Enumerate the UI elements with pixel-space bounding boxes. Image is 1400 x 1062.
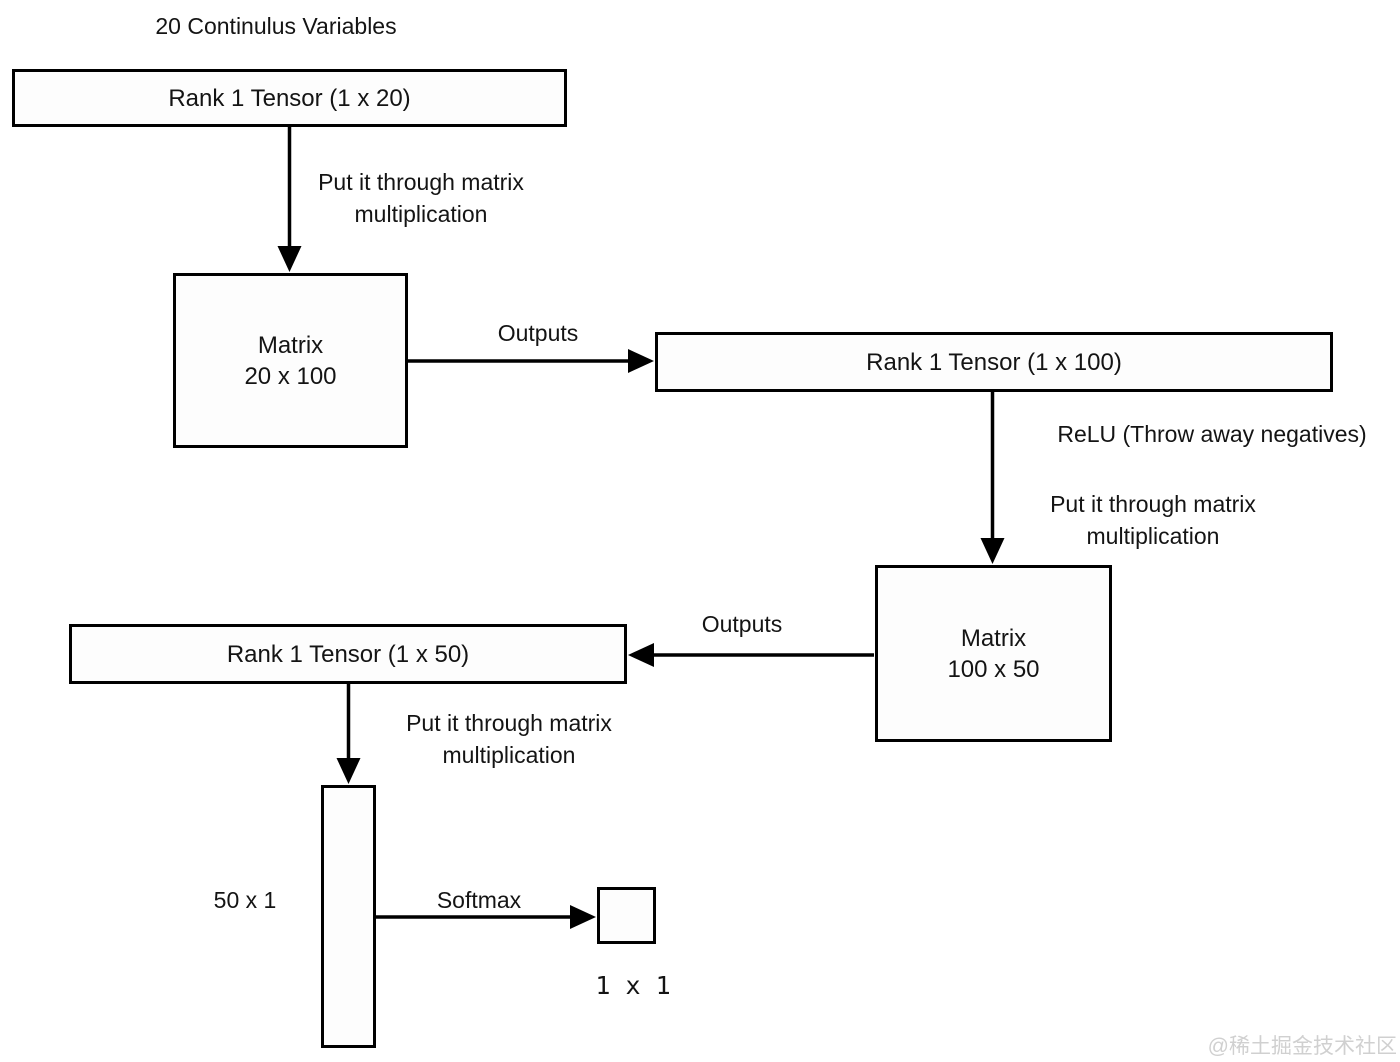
arrow-vector-to-output [376, 905, 596, 929]
diagram-title: 20 Continulus Variables [155, 13, 397, 39]
node-label: Rank 1 Tensor (1 x 50) [226, 640, 470, 668]
node-matrix-20x100: Matrix 20 x 100 [173, 273, 408, 448]
watermark-text: @稀土掘金技术社区 [1207, 1035, 1397, 1058]
annotation-line: multiplication [442, 742, 576, 768]
label-vector-50x1: 50 x 1 [213, 887, 277, 913]
annotation-line: multiplication [354, 201, 488, 227]
arrow-matrix2-to-tensor50 [628, 643, 874, 667]
annotation-put-through-matrix-3: Put it through matrix multiplication [406, 707, 612, 771]
node-label-line1: Matrix [960, 624, 1027, 652]
node-label-line2: 20 x 100 [244, 362, 337, 390]
annotation-line: Put it through matrix [1050, 491, 1256, 517]
annotation-put-through-matrix-1: Put it through matrix multiplication [318, 166, 524, 230]
node-rank1-tensor-1x100: Rank 1 Tensor (1 x 100) [655, 332, 1333, 392]
node-label-line2: 100 x 50 [947, 655, 1040, 683]
label-output-1x1: 1 x 1 [595, 971, 671, 1000]
node-matrix-100x50: Matrix 100 x 50 [875, 565, 1112, 742]
annotation-outputs-2: Outputs [701, 611, 783, 637]
annotation-line: Put it through matrix [406, 710, 612, 736]
annotation-put-through-matrix-2: Put it through matrix multiplication [1050, 488, 1256, 552]
annotation-outputs-1: Outputs [497, 320, 579, 346]
node-label: Rank 1 Tensor (1 x 100) [866, 348, 1122, 376]
arrow-tensor100-to-matrix2 [980, 392, 1005, 564]
node-output-1x1 [597, 887, 656, 944]
annotation-relu: ReLU (Throw away negatives) [1057, 421, 1367, 447]
node-rank1-tensor-1x50: Rank 1 Tensor (1 x 50) [69, 624, 627, 684]
node-vector-50x1 [321, 785, 376, 1048]
node-label: Rank 1 Tensor (1 x 20) [168, 84, 411, 112]
node-rank1-tensor-1x20: Rank 1 Tensor (1 x 20) [12, 69, 567, 127]
annotation-line: multiplication [1086, 523, 1220, 549]
annotation-line: Put it through matrix [318, 169, 524, 195]
arrow-tensor50-to-vector [336, 684, 361, 784]
node-label-line1: Matrix [257, 331, 324, 359]
arrow-tensor20-to-matrix1 [277, 127, 302, 272]
arrow-matrix1-to-tensor100 [408, 349, 654, 373]
annotation-softmax: Softmax [436, 887, 522, 913]
